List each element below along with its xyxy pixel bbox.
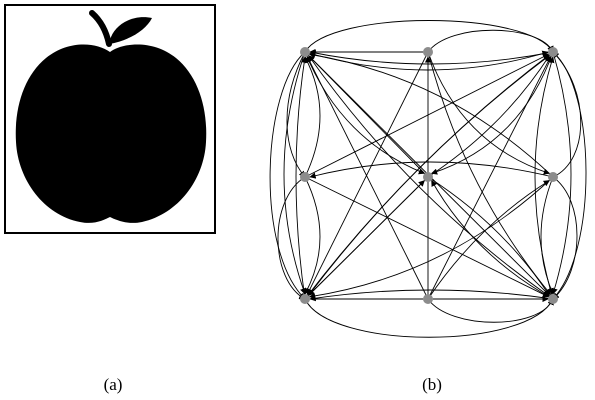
apple-leaf	[110, 17, 152, 44]
graph-edge	[309, 50, 554, 65]
apple-stem	[89, 10, 112, 47]
graph-outer-edge	[304, 298, 554, 338]
graph-outer-edge	[552, 51, 587, 300]
graph-edge	[427, 51, 551, 175]
graph-edge	[309, 289, 554, 302]
graph-edge	[534, 56, 555, 300]
panel-a	[4, 4, 216, 234]
panel-b	[269, 20, 587, 338]
graph-edge	[309, 161, 554, 179]
graph-node-n11	[423, 172, 433, 182]
graph-edge	[427, 55, 550, 178]
graph-edge	[304, 51, 426, 175]
graph-edge	[304, 53, 550, 178]
graph-edge	[304, 180, 425, 300]
graph-edge	[308, 52, 554, 178]
graph-edge	[308, 51, 554, 296]
graph-node-n22	[548, 294, 558, 304]
caption-b: (b)	[422, 375, 442, 394]
graph-edge	[427, 51, 552, 296]
graph-edge	[427, 55, 552, 300]
graph-edge	[308, 55, 554, 300]
apple-body	[15, 44, 207, 223]
graph-edge	[304, 56, 321, 178]
outer-arcs-layer	[269, 20, 587, 338]
graph-outer-edge	[286, 51, 306, 178]
graph-edge	[551, 51, 572, 295]
graph-node-n01	[423, 47, 433, 57]
graph-outer-edge	[277, 176, 306, 300]
graph-edge	[304, 176, 321, 295]
graph-outer-edge	[427, 29, 554, 53]
graph-edge	[427, 180, 550, 300]
graph-edge	[283, 51, 307, 295]
graph-outer-edge	[269, 51, 306, 300]
graph-edge	[431, 179, 554, 300]
graph-outer-edge	[427, 298, 554, 323]
graph-edge	[540, 176, 554, 295]
graph-edge	[308, 176, 554, 300]
graph-node-n12	[548, 172, 558, 182]
graph-edge	[430, 51, 554, 175]
edges-layer	[283, 48, 572, 303]
graph-node-n20	[300, 294, 310, 304]
graph-outer-edge	[552, 51, 582, 178]
graph-edge	[295, 56, 308, 300]
graph-node-n10	[300, 172, 310, 182]
graph-edge	[306, 51, 429, 296]
apple-silhouette-icon	[15, 10, 207, 223]
caption-a: (a)	[104, 375, 123, 394]
graph-edge	[427, 176, 550, 297]
graph-outer-edge	[552, 176, 578, 300]
graph-node-n21	[423, 294, 433, 304]
graph-node-n00	[300, 47, 310, 57]
nodes-layer	[300, 47, 558, 304]
graph-node-n02	[548, 47, 558, 57]
